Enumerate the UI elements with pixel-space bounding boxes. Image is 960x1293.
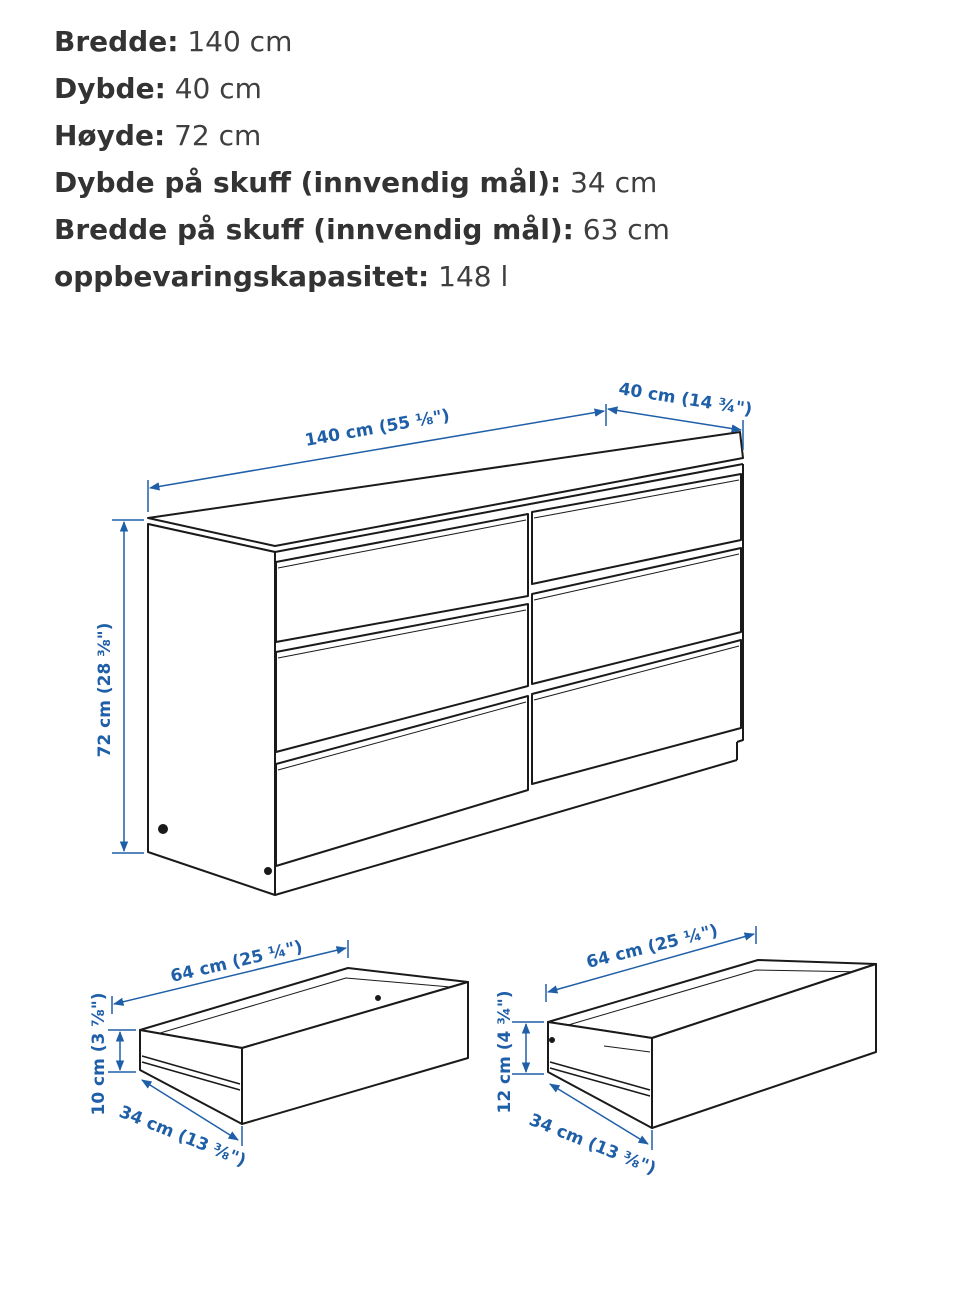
drawer-12cm-dimensions bbox=[512, 926, 757, 1150]
dimension-line-width bbox=[112, 946, 348, 1006]
spec-label: Dybde på skuff (innvendig mål): bbox=[54, 166, 562, 199]
spec-label: Bredde: bbox=[54, 25, 179, 58]
product-specs: Bredde: 140 cm Dybde: 40 cm Høyde: 72 cm… bbox=[54, 18, 670, 300]
drawer-front bbox=[531, 639, 742, 785]
spec-value: 63 cm bbox=[582, 213, 670, 246]
dimension-line-depth bbox=[549, 1083, 649, 1145]
spec-label: Bredde på skuff (innvendig mål): bbox=[54, 213, 574, 246]
drawer1-width-label: 64 cm (25 ¼") bbox=[169, 937, 305, 987]
dresser-width-label: 140 cm (55 ⅛") bbox=[303, 406, 451, 451]
drawer-12cm-illustration bbox=[547, 959, 877, 1129]
dresser-front-right bbox=[736, 464, 744, 743]
drawer-front-panel bbox=[651, 963, 877, 1129]
drawer-front-panel bbox=[241, 981, 469, 1125]
spec-drawer-depth: Dybde på skuff (innvendig mål): 34 cm bbox=[54, 159, 670, 206]
drawer-inner-edge bbox=[603, 1045, 651, 1053]
dimension-line-width bbox=[148, 408, 606, 491]
drawer1-height-label: 10 cm (3 ⅞") bbox=[89, 992, 109, 1115]
dresser-side bbox=[147, 523, 276, 896]
spec-label: Høyde: bbox=[54, 119, 166, 152]
dimension-line-width bbox=[546, 932, 756, 994]
drawer-front bbox=[531, 473, 742, 585]
drawer-rail bbox=[141, 1055, 241, 1085]
spec-value: 72 cm bbox=[174, 119, 262, 152]
spec-value: 34 cm bbox=[570, 166, 658, 199]
dresser-dimensions bbox=[112, 404, 744, 854]
drawer2-width-label: 64 cm (25 ¼") bbox=[584, 921, 720, 973]
drawer-front bbox=[275, 695, 529, 867]
spec-width: Bredde: 140 cm bbox=[54, 18, 670, 65]
spec-depth: Dybde: 40 cm bbox=[54, 65, 670, 112]
drawer-grip bbox=[277, 701, 527, 771]
spec-value: 40 cm bbox=[174, 72, 262, 105]
dresser-height-label: 72 cm (28 ⅜") bbox=[95, 623, 115, 758]
dimension-line-depth bbox=[141, 1079, 239, 1141]
dresser-plinth-front bbox=[274, 759, 738, 896]
assembly-hole-icon bbox=[158, 824, 168, 834]
drawer-front bbox=[531, 547, 742, 685]
drawer-front bbox=[275, 513, 529, 643]
dimension-line-depth bbox=[606, 406, 743, 433]
assembly-hole-icon bbox=[264, 867, 272, 875]
drawer2-height-label: 12 cm (4 ¾") bbox=[495, 990, 515, 1113]
drawer-inner-floor bbox=[557, 969, 867, 1029]
drawer-inner-edge bbox=[207, 1041, 241, 1049]
spec-label: Dybde: bbox=[54, 72, 166, 105]
drawer-front bbox=[275, 603, 529, 753]
drawer-10cm-dimensions bbox=[108, 940, 349, 1146]
spec-value: 140 cm bbox=[187, 25, 293, 58]
spec-drawer-width: Bredde på skuff (innvendig mål): 63 cm bbox=[54, 206, 670, 253]
spec-storage-capacity: oppbevaringskapasitet: 148 l bbox=[54, 253, 670, 300]
spec-height: Høyde: 72 cm bbox=[54, 112, 670, 159]
drawer-grip bbox=[277, 519, 527, 569]
drawer-grip bbox=[533, 553, 740, 601]
drawer-box-side bbox=[547, 1021, 653, 1129]
dresser-illustration bbox=[147, 431, 744, 896]
drawer-grip bbox=[533, 479, 740, 519]
spec-value: 148 l bbox=[438, 260, 509, 293]
spec-label: oppbevaringskapasitet: bbox=[54, 260, 430, 293]
drawer-grip bbox=[277, 609, 527, 659]
dresser-top-front-edge bbox=[274, 463, 744, 553]
drawer-10cm-illustration bbox=[139, 967, 469, 1125]
assembly-hole-icon bbox=[549, 1037, 555, 1043]
assembly-hole-icon bbox=[375, 995, 381, 1001]
drawer-grip bbox=[533, 645, 740, 701]
